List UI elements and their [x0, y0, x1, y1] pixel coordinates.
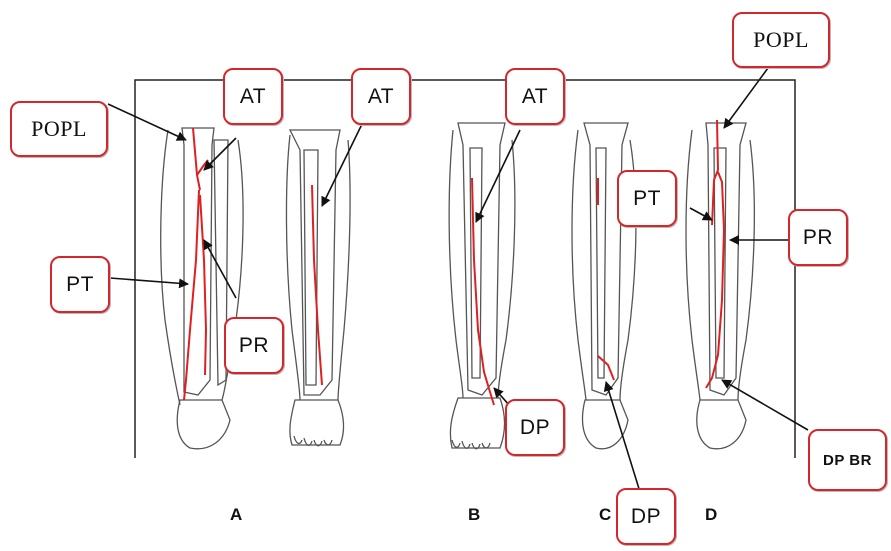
panel-caption-b: B — [468, 505, 480, 525]
label-dpbr-d: DP BR — [808, 429, 887, 491]
leg-d — [686, 123, 754, 449]
leg-b-artery — [472, 178, 494, 405]
label-popl-a: POPL — [10, 101, 108, 157]
leg-a-anterior — [286, 130, 350, 446]
label-dp-c: DP — [616, 488, 676, 545]
label-pr-d: PR — [788, 209, 848, 266]
label-pt-a: PT — [50, 256, 110, 313]
panel-caption-c: C — [599, 505, 611, 525]
panel-caption-a: A — [230, 505, 242, 525]
label-pr-a: PR — [224, 317, 284, 374]
label-dp-b: DP — [505, 399, 565, 456]
label-at-a: AT — [223, 68, 283, 125]
label-popl-d: POPL — [732, 12, 830, 68]
label-at-a2: AT — [351, 68, 411, 125]
panel-caption-d: D — [705, 505, 717, 525]
label-pt-c: PT — [617, 170, 677, 227]
label-at-b: AT — [505, 68, 565, 125]
